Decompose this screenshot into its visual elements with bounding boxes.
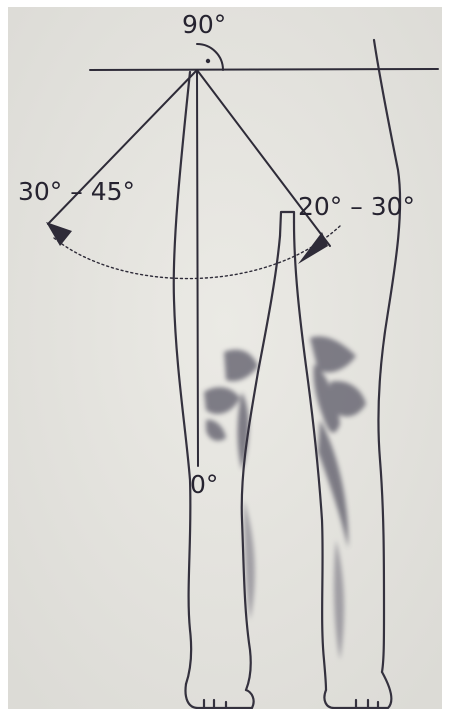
top-angle-label: 90°: [182, 10, 226, 39]
right-angle-dot: [206, 59, 210, 63]
bottom-angle-label: 0°: [190, 470, 218, 499]
right-angle-label: 20° – 30°: [298, 192, 415, 221]
left-angle-label: 30° – 45°: [18, 177, 135, 206]
vertical-axis-line: [197, 70, 198, 466]
horizontal-reference-line: [90, 69, 438, 70]
